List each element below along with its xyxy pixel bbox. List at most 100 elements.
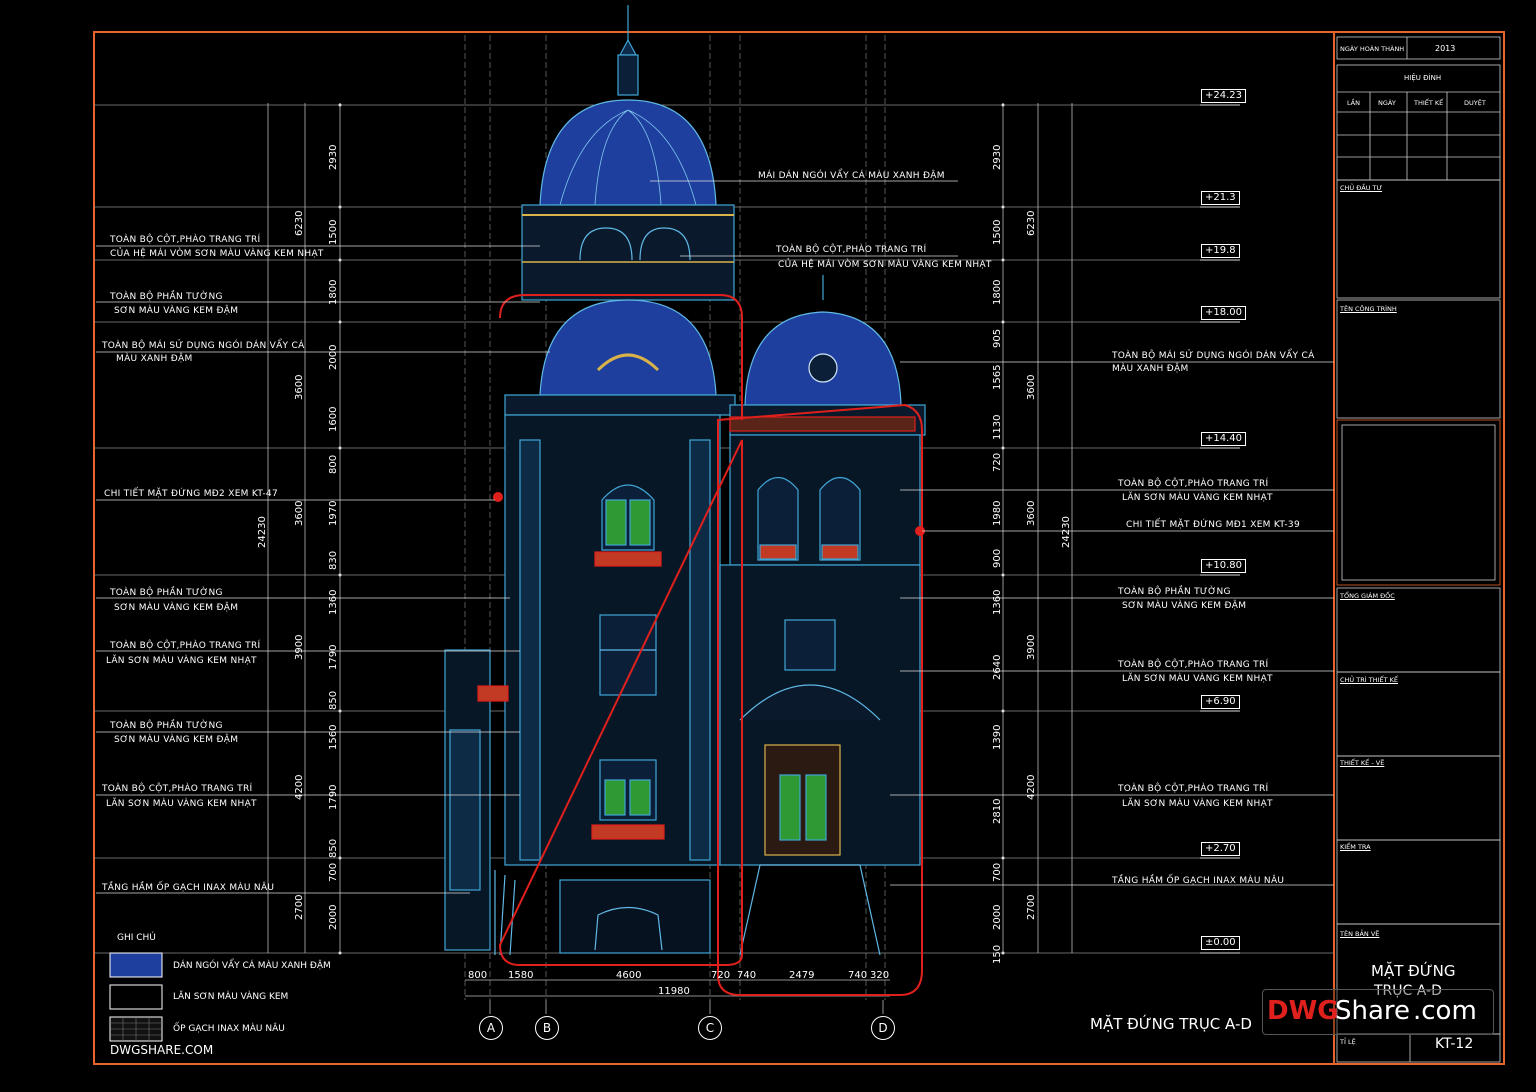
left-note-7-line1: TOÀN BỘ PHẦN TƯỜNG <box>110 721 223 731</box>
dim-bottom: 740 <box>737 970 757 981</box>
left-note-6-line1: TOÀN BỘ CỘT,PHÀO TRANG TRÍ <box>110 641 261 651</box>
right-note-1: MÁI DÁN NGÓI VẨY CÁ MÀU XANH ĐẬM <box>758 171 945 181</box>
dim-bottom: 1580 <box>508 970 534 981</box>
dim-bottom: 320 <box>870 970 890 981</box>
revision-col-duyet: DUYỆT <box>1464 99 1486 107</box>
elevation-marker: +6.90 <box>1201 695 1240 709</box>
dim-right-outer: 6230 <box>1026 210 1037 236</box>
dim-right-inner: 2000 <box>992 904 1003 930</box>
dim-left-inner: 800 <box>328 454 339 474</box>
left-note-4: CHI TIẾT MẶT ĐỨNG MĐ2 XEM KT-47 <box>104 489 278 499</box>
left-note-6-line2: LĂN SƠN MÀU VÀNG KEM NHẠT <box>106 656 257 666</box>
dim-right-inner: 1800 <box>992 279 1003 305</box>
dim-right-inner: 1390 <box>992 724 1003 750</box>
dim-bottom: 2479 <box>789 970 815 981</box>
director-label: TỔNG GIÁM ĐỐC <box>1340 592 1395 600</box>
completion-year: 2013 <box>1435 44 1456 53</box>
right-note-8-line2: LĂN SƠN MÀU VÀNG KEM NHẠT <box>1122 799 1273 809</box>
dim-right-inner: 2930 <box>992 144 1003 170</box>
right-note-2-line2: CỦA HỆ MÁI VÒM SƠN MÀU VÀNG KEM NHẠT <box>778 260 992 270</box>
dim-right-inner: 1980 <box>992 500 1003 526</box>
elevation-marker: +18.00 <box>1201 306 1247 320</box>
right-note-7-line2: LĂN SƠN MÀU VÀNG KEM NHẠT <box>1122 674 1273 684</box>
brand-part-share: Share <box>1335 996 1411 1026</box>
revision-col-ngay: NGÀY <box>1378 99 1396 107</box>
dim-left-inner: 850 <box>328 690 339 710</box>
right-note-4-line2: LĂN SƠN MÀU VÀNG KEM NHẠT <box>1122 493 1273 503</box>
dim-left-inner: 2000 <box>328 344 339 370</box>
drawing-title: MẶT ĐỨNG TRỤC A-D <box>1090 1015 1252 1033</box>
dim-right-inner: 150 <box>992 944 1003 964</box>
dim-bottom: 740 <box>848 970 868 981</box>
sheet-name-line1: MẶT ĐỨNG <box>1371 962 1456 980</box>
dim-left-outer: 2700 <box>294 894 305 920</box>
total-width-dim: 11980 <box>658 986 690 997</box>
dim-bottom: 4600 <box>616 970 642 981</box>
checker-label: KIỂM TRA <box>1340 843 1371 851</box>
dim-left-outer: 3600 <box>294 374 305 400</box>
dim-left-inner: 700 <box>328 862 339 882</box>
designer-label: THIẾT KẾ - VẼ <box>1340 759 1385 767</box>
dim-right-outer: 2700 <box>1026 894 1037 920</box>
dim-right-inner: 720 <box>992 452 1003 472</box>
legend-item-brick: ỐP GẠCH INAX MÀU NÂU <box>173 1024 285 1034</box>
right-note-5: CHI TIẾT MẶT ĐỨNG MĐ1 XEM KT-39 <box>1126 520 1300 530</box>
axis-bubble-a: A <box>479 1016 503 1040</box>
dim-right-inner: 2640 <box>992 654 1003 680</box>
revision-col-thietke: THIẾT KẾ <box>1414 99 1444 107</box>
dim-right-outer: 3600 <box>1026 500 1037 526</box>
left-note-2-line1: TOÀN BỘ PHẦN TƯỜNG <box>110 292 223 302</box>
elevation-marker: +21.3 <box>1201 191 1240 205</box>
axis-bubble-c: C <box>698 1016 722 1040</box>
sheet-name-label: TÊN BẢN VẼ <box>1340 930 1380 938</box>
right-note-6-line2: SƠN MÀU VÀNG KEM ĐẬM <box>1122 601 1247 611</box>
revision-title: HIỆU ĐÍNH <box>1404 74 1442 82</box>
dim-left-outer: 3600 <box>294 500 305 526</box>
completion-label: NGÀY HOÀN THÀNH <box>1340 45 1405 53</box>
dim-left-inner: 1800 <box>328 279 339 305</box>
right-note-2-line1: TOÀN BỘ CỘT,PHÀO TRANG TRÍ <box>776 245 927 255</box>
left-note-3-line1: TOÀN BỘ MÁI SỬ DỤNG NGÓI DÁN VẨY CÁ <box>102 341 305 351</box>
sheet-number: KT-12 <box>1435 1036 1474 1052</box>
dim-left-inner: 1970 <box>328 500 339 526</box>
elevation-marker: +2.70 <box>1201 842 1240 856</box>
revision-markers <box>493 294 925 996</box>
scale-label: TỈ LỆ <box>1340 1038 1356 1046</box>
left-note-8-line1: TOÀN BỘ CỘT,PHÀO TRANG TRÍ <box>102 784 253 794</box>
dim-left-inner: 2000 <box>328 904 339 930</box>
axis-bubble-d: D <box>871 1016 895 1040</box>
dim-right-inner: 2810 <box>992 798 1003 824</box>
investor-label: CHỦ ĐẦU TƯ <box>1340 184 1383 192</box>
dim-bottom: 720 <box>711 970 731 981</box>
dim-right-outer: 3600 <box>1026 374 1037 400</box>
dim-right-inner: 1360 <box>992 589 1003 615</box>
right-note-3-line2: MÀU XANH ĐẬM <box>1112 364 1189 374</box>
dim-left-inner: 1600 <box>328 406 339 432</box>
legend-item-paint: LĂN SƠN MÀU VÀNG KEM <box>173 992 289 1002</box>
dim-right-outer: 4200 <box>1026 774 1037 800</box>
right-note-4-line1: TOÀN BỘ CỘT,PHÀO TRANG TRÍ <box>1118 479 1269 489</box>
left-note-1-line1: TOÀN BỘ CỘT,PHÀO TRANG TRÍ <box>110 235 261 245</box>
dim-right-inner: 905 <box>992 328 1003 348</box>
brand-part-com: .com <box>1413 996 1477 1026</box>
sheet-name-line2: TRỤC A-D <box>1374 983 1442 999</box>
left-note-7-line2: SƠN MÀU VÀNG KEM ĐẬM <box>114 735 239 745</box>
left-note-1-line2: CỦA HỆ MÁI VÒM SƠN MÀU VÀNG KEM NHẠT <box>110 249 324 259</box>
sheet-border <box>93 31 1505 1065</box>
building-right-wing <box>719 275 926 956</box>
left-note-8-line2: LĂN SƠN MÀU VÀNG KEM NHẠT <box>106 799 257 809</box>
dim-left-inner: 830 <box>328 550 339 570</box>
legend-title: GHI CHÚ <box>117 933 156 943</box>
revision-col-lan: LẦN <box>1347 99 1360 107</box>
dim-left-inner: 1790 <box>328 644 339 670</box>
left-note-2-line2: SƠN MÀU VÀNG KEM ĐẬM <box>114 306 239 316</box>
elevation-marker: ±0.00 <box>1201 936 1240 950</box>
dim-right-inner: 1565 <box>992 364 1003 390</box>
elevation-marker: +19.8 <box>1201 244 1240 258</box>
brand-logo: DWG Share .com <box>1262 989 1494 1035</box>
total-height-dim-left: 24230 <box>257 516 268 548</box>
dim-left-inner: 1360 <box>328 589 339 615</box>
elevation-marker: +24.23 <box>1201 89 1247 103</box>
